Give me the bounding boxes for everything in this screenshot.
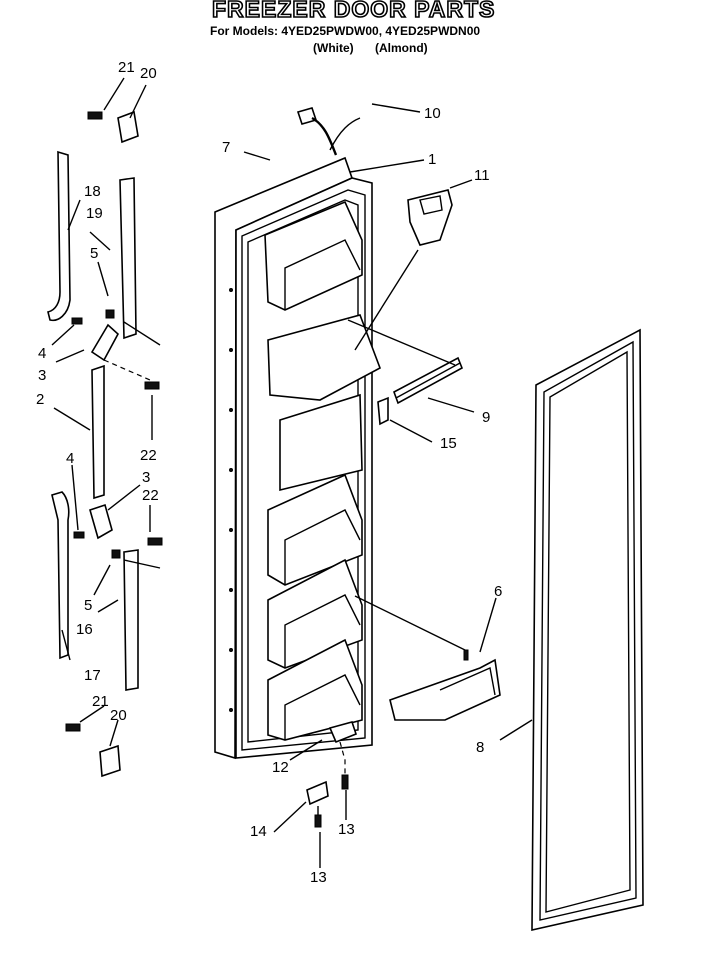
trim-clip bbox=[377, 396, 389, 426]
callout-22-upper: 22 bbox=[140, 447, 157, 464]
callout-8: 8 bbox=[476, 739, 484, 756]
door-bin bbox=[354, 595, 501, 721]
callout-9: 9 bbox=[482, 409, 490, 426]
callout-5-lower: 5 bbox=[84, 597, 92, 614]
hinge-covers bbox=[65, 110, 139, 778]
callout-7: 7 bbox=[222, 139, 230, 156]
callout-12: 12 bbox=[272, 759, 289, 776]
callout-17: 17 bbox=[84, 667, 101, 684]
callout-21-bottom: 21 bbox=[92, 693, 109, 710]
callout-3-upper: 3 bbox=[38, 367, 46, 384]
callout-19: 19 bbox=[86, 205, 103, 222]
callout-20-bottom: 20 bbox=[110, 707, 127, 724]
callout-21-top: 21 bbox=[118, 59, 135, 76]
callout-16: 16 bbox=[76, 621, 93, 638]
callout-13-right: 13 bbox=[338, 821, 355, 838]
page-title: FREEZER DOOR PARTS bbox=[211, 0, 496, 23]
color-variants: (White) (Almond) bbox=[313, 41, 428, 55]
callout-1: 1 bbox=[428, 151, 436, 168]
callout-22-lower: 22 bbox=[142, 487, 159, 504]
color-white: (White) bbox=[313, 41, 354, 55]
callout-6: 6 bbox=[494, 583, 502, 600]
callout-5-upper: 5 bbox=[90, 245, 98, 262]
leader-lines bbox=[51, 77, 533, 868]
callout-2: 2 bbox=[36, 391, 44, 408]
callout-labels: 1 2 3 3 4 4 5 5 6 7 8 9 10 11 12 13 13 1… bbox=[36, 59, 502, 886]
handle-assembly-lower bbox=[51, 491, 163, 691]
handle-assembly-upper bbox=[47, 150, 161, 500]
callout-15: 15 bbox=[440, 435, 457, 452]
callout-13-bottom: 13 bbox=[310, 869, 327, 886]
door-gasket bbox=[531, 328, 644, 932]
model-numbers: For Models: 4YED25PWDW00, 4YED25PWDN00 bbox=[210, 24, 481, 38]
dispenser-chute bbox=[354, 189, 453, 351]
color-almond: (Almond) bbox=[375, 41, 428, 55]
callout-11: 11 bbox=[474, 167, 490, 184]
callout-14: 14 bbox=[250, 823, 267, 840]
freezer-door bbox=[214, 107, 381, 760]
callout-4-upper: 4 bbox=[38, 345, 46, 362]
callout-20-top: 20 bbox=[140, 65, 157, 82]
callout-10: 10 bbox=[424, 105, 441, 122]
callout-3-lower: 3 bbox=[142, 469, 150, 486]
callout-18: 18 bbox=[84, 183, 101, 200]
trim-strip bbox=[347, 319, 464, 405]
callout-4-lower: 4 bbox=[66, 450, 74, 467]
bottom-hinge bbox=[306, 721, 357, 828]
